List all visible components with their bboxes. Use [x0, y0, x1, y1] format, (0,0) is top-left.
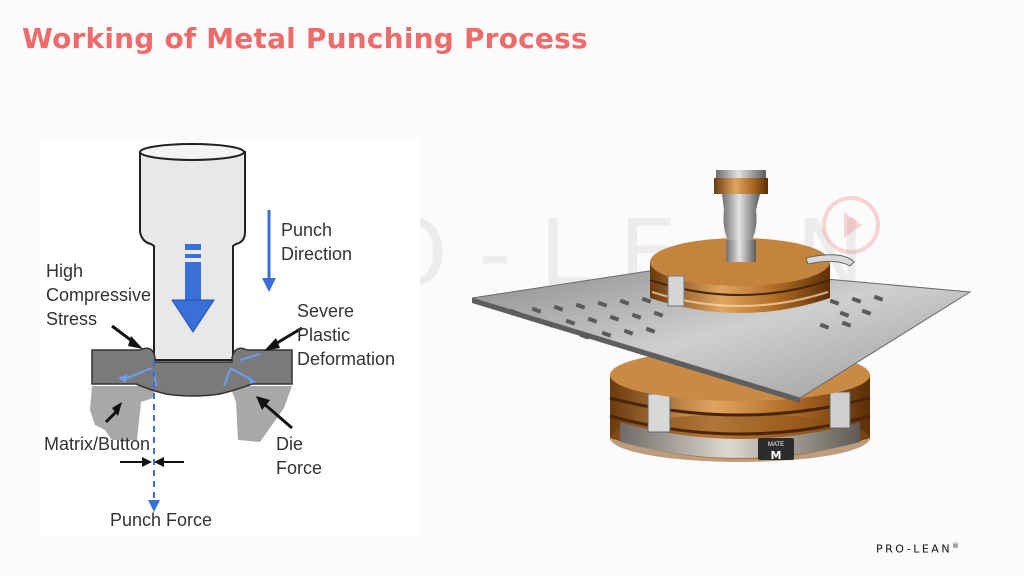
label-high-stress-1: High [46, 261, 83, 281]
badge-text: MATE [768, 442, 784, 448]
punch-force-arrow-head [148, 500, 160, 512]
label-matrix-button: Matrix/Button [44, 434, 150, 454]
badge [758, 438, 794, 460]
die-right [230, 386, 292, 442]
leader-die-force [261, 400, 293, 430]
punch-direction-arrow-head [262, 278, 276, 292]
leader-die-force-head [256, 396, 270, 410]
die-left [90, 386, 155, 440]
registered-mark: ® [952, 542, 960, 550]
clearance-arrow-left-head [142, 457, 152, 467]
die-holder-steel-band [620, 422, 860, 458]
brand-name: PRO-LEAN [876, 542, 953, 556]
label-plastic-deformation-3: Deformation [297, 349, 395, 369]
punch-arrow-stripe [185, 254, 201, 258]
punching-diagram: Punch Direction High Compressive Stress … [40, 140, 420, 536]
punch-press-render: MATE M [471, 170, 972, 462]
die-holder-slot [829, 391, 851, 429]
label-punch-direction-1: Punch [281, 220, 332, 240]
perforated-sheet [471, 265, 972, 399]
punch-collar [714, 178, 768, 194]
upper-holder-slot [667, 275, 685, 307]
punch-top-face [139, 143, 245, 161]
label-die-force-1: Die [276, 434, 303, 454]
stripper-arm [805, 254, 855, 267]
sheet-edge [472, 298, 800, 403]
label-punch-direction-2: Direction [281, 244, 352, 264]
punch-arrow-shaft [185, 262, 201, 300]
sheet-perforations [509, 294, 884, 340]
stress-arrows [121, 353, 261, 387]
leader-matrix-button-head [112, 402, 122, 416]
badge-mark-icon: M [771, 449, 782, 462]
watermark-logo-icon [822, 196, 880, 254]
punch-body [726, 240, 756, 262]
label-plastic-deformation-1: Severe [297, 301, 354, 321]
label-high-stress-2: Compressive [46, 285, 151, 305]
clearance-arrow-right-head [154, 457, 164, 467]
die-holder-slot [647, 393, 671, 433]
label-punch-force: Punch Force [110, 510, 212, 530]
label-die-force-2: Force [276, 458, 322, 478]
brand-logo: PRO-LEAN® [876, 542, 959, 556]
leader-high-stress-head [128, 336, 143, 349]
punch-arrow-stripe [185, 244, 201, 250]
stress-arrow-head [118, 374, 127, 383]
punch-arrow-head [171, 299, 215, 333]
leader-plastic-deformation-head [264, 338, 280, 351]
page-title: Working of Metal Punching Process [22, 22, 588, 55]
punch-neck [722, 194, 760, 240]
label-high-stress-3: Stress [46, 309, 97, 329]
stress-arrow-head [248, 376, 256, 384]
label-plastic-deformation-2: Plastic [297, 325, 350, 345]
